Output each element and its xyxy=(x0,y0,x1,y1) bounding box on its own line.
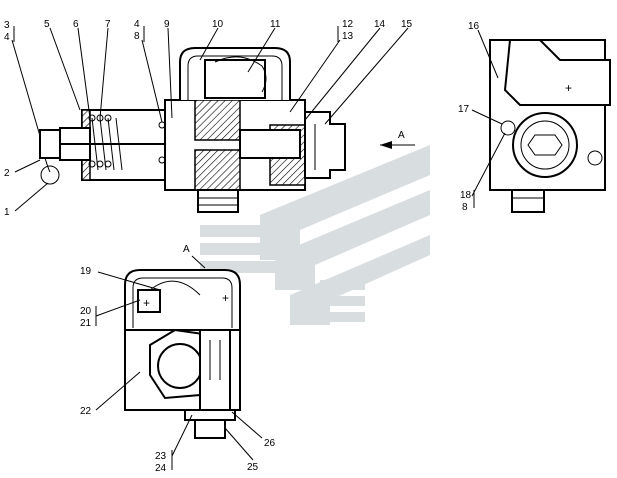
view-a-cover xyxy=(124,269,241,331)
callout-12: 12 xyxy=(342,19,354,30)
callout-14: 14 xyxy=(374,19,386,30)
callout-1: 1 xyxy=(4,207,10,218)
callout-9: 9 xyxy=(164,19,170,30)
callouts: 3 4 2 1 5 6 7 4 8 9 10 11 12 13 14 15 16… xyxy=(4,19,480,474)
coil xyxy=(204,59,266,99)
svg-text:+: + xyxy=(143,296,150,310)
callout-19: 19 xyxy=(80,266,92,277)
view-a-nut xyxy=(184,409,236,421)
callout-18: 18 xyxy=(460,190,472,201)
main-section-view: A xyxy=(39,47,415,213)
callout-8c: 8 xyxy=(462,202,468,213)
callout-20: 20 xyxy=(80,306,92,317)
callout-4: 4 xyxy=(4,32,10,43)
callout-13: 13 xyxy=(342,31,354,42)
side-cover xyxy=(503,39,611,106)
screw-17 xyxy=(500,120,516,136)
svg-text:+: + xyxy=(222,291,229,305)
callout-23: 23 xyxy=(155,451,167,462)
side-view: + xyxy=(489,39,611,213)
callout-17: 17 xyxy=(458,104,470,115)
callout-25: 25 xyxy=(247,462,259,473)
callout-24: 24 xyxy=(155,463,167,474)
callout-10: 10 xyxy=(212,19,224,30)
callout-5: 5 xyxy=(44,19,50,30)
callout-22: 22 xyxy=(80,406,92,417)
view-a-label: A xyxy=(183,244,190,255)
chain xyxy=(44,157,51,173)
view-a: A + + xyxy=(124,244,241,439)
end-cap xyxy=(39,129,61,159)
callout-7: 7 xyxy=(105,19,111,30)
callout-2: 2 xyxy=(4,168,10,179)
side-port xyxy=(512,112,578,178)
side-connector xyxy=(511,189,545,213)
bottom-connector xyxy=(197,189,239,213)
view-a-connector xyxy=(194,419,226,439)
watermark-logo xyxy=(200,145,430,325)
outlet-fitting xyxy=(304,111,346,179)
callout-3: 3 xyxy=(4,20,10,31)
callout-8b: 8 xyxy=(134,31,140,42)
callout-16: 16 xyxy=(468,21,480,32)
callout-26: 26 xyxy=(264,438,276,449)
callout-15: 15 xyxy=(401,19,413,30)
callout-6: 6 xyxy=(73,19,79,30)
callout-21: 21 xyxy=(80,318,92,329)
callout-4b: 4 xyxy=(134,19,140,30)
leader-lines xyxy=(11,26,506,470)
view-arrow-label: A xyxy=(398,130,405,141)
svg-text:+: + xyxy=(565,81,572,95)
callout-11: 11 xyxy=(270,19,281,30)
pull-ring xyxy=(40,165,60,185)
